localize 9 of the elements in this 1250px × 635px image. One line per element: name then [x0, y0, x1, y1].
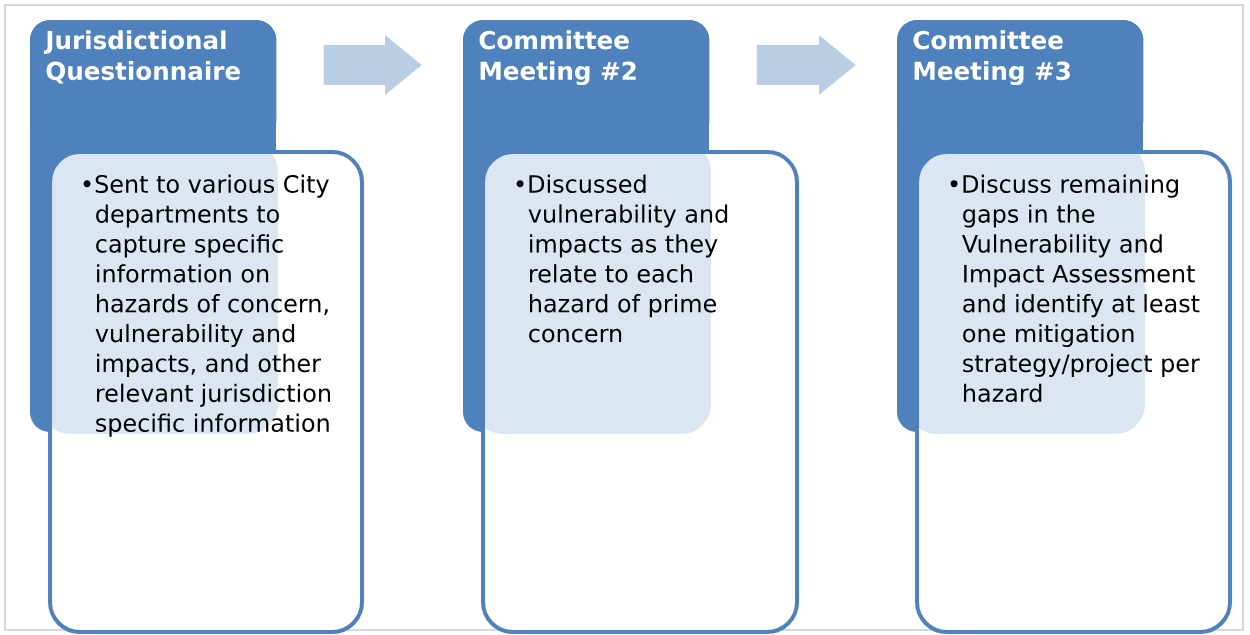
node-label: Committee Meeting #3	[913, 30, 1070, 86]
text-box: •Discuss remaining gaps in the Vulnerability and Impact Assessment and identify at least one mitigation strategy/project per hazard	[915, 150, 1233, 635]
node-label: Jurisdictional Questionnaire	[43, 30, 240, 84]
heading-box: Committee Meeting #3	[897, 20, 1144, 141]
heading-box: Committee Meeting #2	[463, 20, 710, 141]
text-box: •Discussed vulnerability and impacts as they relate to each hazard of prime concern	[481, 150, 800, 635]
node-label: Committee Meeting #2	[479, 30, 636, 86]
heading-box: Jurisdictional Questionnaire	[30, 20, 277, 141]
text-box: •Sent to various City departments to capture specific information on hazards of concern, vulnerability and impacts, and other relevant jurisdiction specific information	[48, 150, 365, 635]
